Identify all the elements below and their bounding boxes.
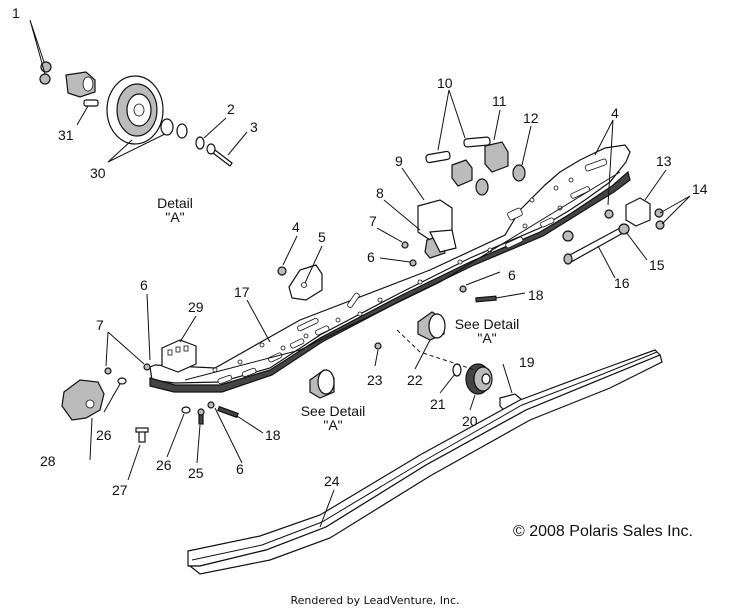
callout-14: 14	[692, 181, 708, 197]
fastener-part-7-upper	[401, 241, 417, 267]
bumper-part-28	[61, 379, 105, 421]
see-detail-upper: See Detail	[455, 316, 520, 332]
callout-23: 23	[367, 372, 383, 388]
see-detail-labels: See Detail "A" See Detail "A"	[301, 316, 520, 433]
callout-6-lower: 6	[236, 461, 244, 477]
see-detail-upper-ref: "A"	[477, 330, 496, 346]
callout-21: 21	[430, 396, 446, 412]
bolt-part-18	[207, 285, 497, 419]
fastener-part-23	[374, 342, 382, 350]
callout-11: 11	[492, 93, 507, 109]
callout-10: 10	[437, 75, 453, 91]
callout-7-lower: 7	[96, 317, 104, 333]
callout-19: 19	[519, 354, 535, 370]
callout-8: 8	[376, 185, 384, 201]
bracket-part-13-14	[604, 197, 665, 230]
callout-31: 31	[58, 127, 74, 143]
detail-a-title: Detail	[157, 195, 193, 211]
leader-lines	[89, 89, 691, 528]
nut-part-4	[277, 266, 287, 276]
callout-5: 5	[318, 229, 326, 245]
idler-assembly-right	[417, 311, 446, 341]
detail-a-group: 1 31 30 2 3 Detail "A"	[12, 5, 258, 225]
callout-13: 13	[656, 153, 672, 169]
detail-a-subtitle: "A"	[165, 209, 184, 225]
callout-3: 3	[250, 119, 258, 135]
washer-part-26	[117, 377, 191, 414]
idler-wheel-part-30	[106, 75, 188, 145]
see-detail-lower-ref: "A"	[323, 417, 342, 433]
washer-part-2	[195, 136, 205, 150]
callout-16: 16	[614, 275, 630, 291]
callout-6-right: 6	[508, 267, 516, 283]
callout-7-upper: 7	[369, 213, 377, 229]
see-detail-lower: See Detail	[301, 403, 366, 419]
callout-6-upper: 6	[367, 249, 375, 265]
fastener-part-7-lower	[104, 363, 151, 375]
callout-26-left: 26	[96, 427, 112, 443]
callout-27: 27	[112, 482, 128, 498]
callout-15: 15	[649, 257, 665, 273]
screw-part-25	[197, 408, 205, 425]
slider-parts-10-11-12	[425, 136, 526, 196]
callout-29: 29	[188, 299, 204, 315]
callout-4-right: 4	[611, 105, 619, 121]
wheel-parts-19-20-21	[452, 363, 523, 413]
rail-part-17	[149, 144, 631, 393]
block-part-8-9	[417, 199, 457, 259]
callout-6-left: 6	[140, 277, 148, 293]
callout-18-right: 18	[528, 287, 544, 303]
nut-part-1	[39, 61, 52, 85]
idler-assembly-left	[309, 369, 335, 399]
callout-24: 24	[324, 473, 340, 489]
callout-30: 30	[90, 165, 106, 181]
rail-holes	[212, 177, 574, 373]
callout-18-left: 18	[265, 427, 281, 443]
callout-2: 2	[227, 101, 235, 117]
callout-4-left: 4	[292, 219, 300, 235]
callout-26-right: 26	[156, 457, 172, 473]
callout-17: 17	[234, 284, 250, 300]
callout-22: 22	[407, 372, 423, 388]
rail-slots	[217, 158, 608, 385]
callout-25: 25	[188, 465, 204, 481]
callout-20: 20	[462, 413, 478, 429]
block-part-29	[161, 339, 197, 373]
footer-credit: Rendered by LeadVenture, Inc.	[290, 594, 459, 607]
pin-part-27	[135, 427, 149, 443]
callout-9: 9	[395, 153, 403, 169]
callout-28: 28	[40, 453, 56, 469]
shaft-part-16	[562, 223, 630, 265]
slide-part-24	[187, 349, 663, 575]
copyright-text: © 2008 Polaris Sales Inc.	[513, 523, 693, 540]
callout-12: 12	[523, 110, 539, 126]
bracket-part-31	[65, 71, 99, 107]
callout-labels: 10 11 12 4 9 8 7 6 4 5 17 6 29 7 26 28 2…	[40, 75, 708, 498]
callout-1: 1	[12, 5, 20, 21]
bolt-part-3	[206, 143, 233, 167]
